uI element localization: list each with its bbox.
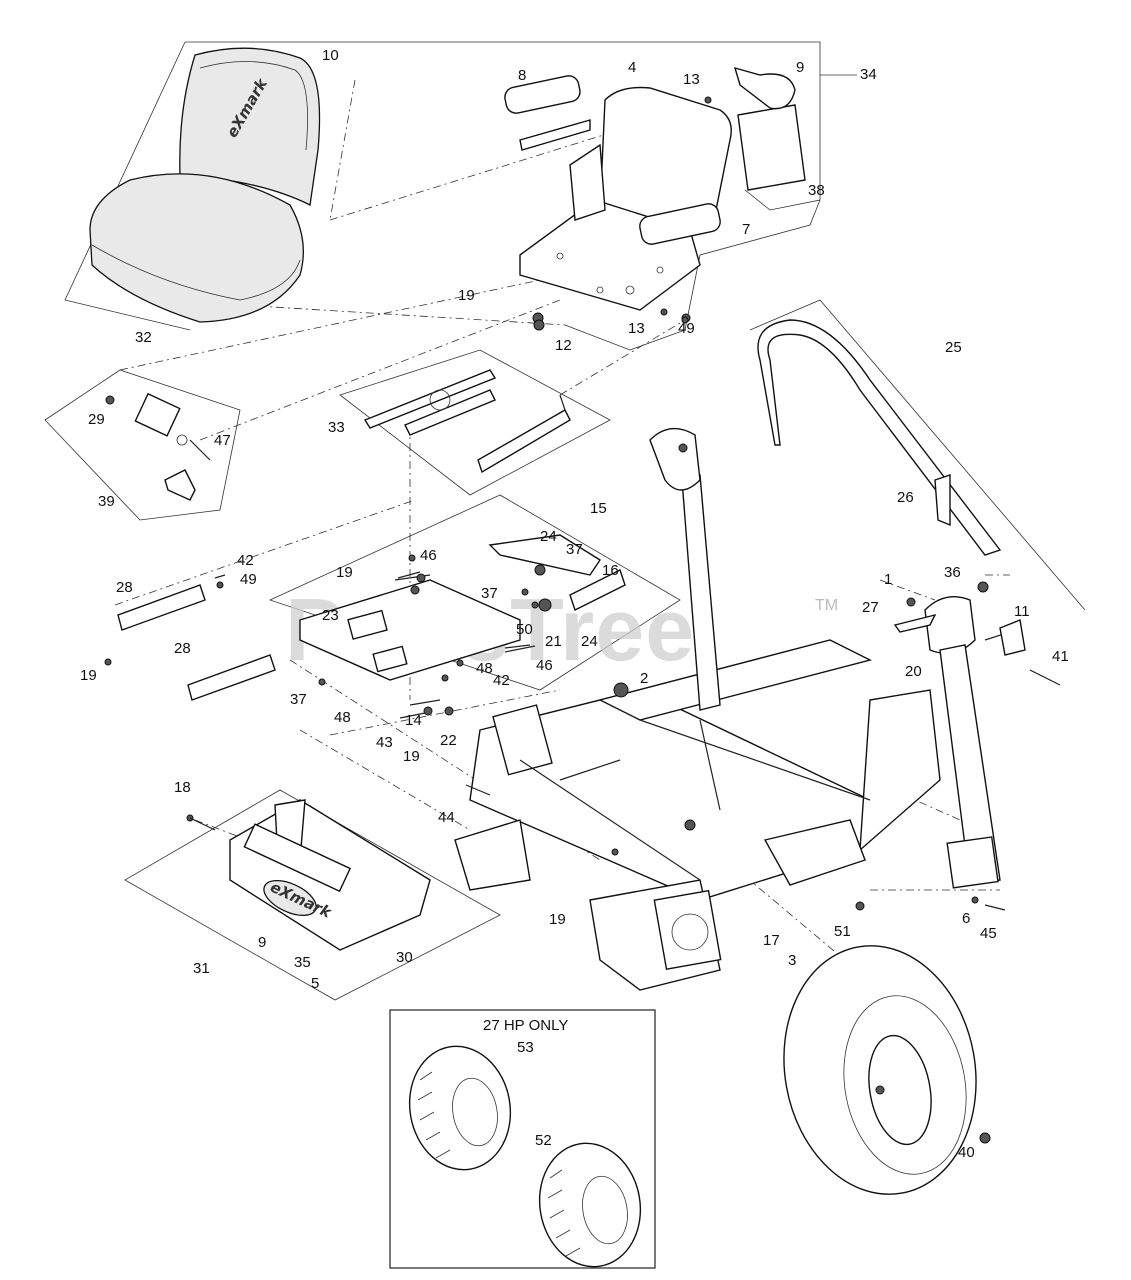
callout-22: 22 (440, 732, 457, 749)
callout-37: 37 (566, 541, 583, 558)
callout-33: 33 (328, 419, 345, 436)
callout-53: 53 (517, 1039, 534, 1056)
callout-48: 48 (334, 709, 351, 726)
rops-hoop (757, 319, 1061, 911)
callout-14: 14 (405, 712, 422, 729)
left-rops-post (649, 427, 721, 711)
inset-title: 27 HP ONLY (483, 1017, 568, 1034)
callout-43: 43 (376, 734, 393, 751)
callout-19: 19 (80, 667, 97, 684)
callout-48: 48 (476, 660, 493, 677)
callout-21: 21 (545, 633, 562, 650)
callout-35: 35 (294, 954, 311, 971)
callout-9: 9 (258, 934, 266, 951)
callout-45: 45 (980, 925, 997, 942)
callout-36: 36 (944, 564, 961, 581)
callout-41: 41 (1052, 648, 1069, 665)
callout-15: 15 (590, 500, 607, 517)
switch-assembly (105, 392, 211, 501)
callout-25: 25 (945, 339, 962, 356)
callout-5: 5 (311, 975, 319, 992)
callout-51: 51 (834, 923, 851, 940)
callout-9: 9 (796, 59, 804, 76)
callout-4: 4 (628, 59, 636, 76)
callout-31: 31 (193, 960, 210, 977)
callout-3: 3 (788, 952, 796, 969)
callout-28: 28 (174, 640, 191, 657)
callout-39: 39 (98, 493, 115, 510)
callout-29: 29 (88, 411, 105, 428)
callout-37: 37 (290, 691, 307, 708)
callout-44: 44 (438, 809, 455, 826)
callout-1: 1 (884, 571, 892, 588)
mount-plate (104, 534, 626, 701)
callout-46: 46 (536, 657, 553, 674)
small-parts (189, 316, 865, 911)
callout-34: 34 (860, 66, 877, 83)
callout-23: 23 (322, 607, 339, 624)
callout-20: 20 (905, 663, 922, 680)
callout-19: 19 (336, 564, 353, 581)
callout-38: 38 (808, 182, 825, 199)
callout-52: 52 (535, 1132, 552, 1149)
callout-42: 42 (237, 552, 254, 569)
callout-7: 7 (742, 221, 750, 238)
callout-6: 6 (962, 910, 970, 927)
callout-24: 24 (540, 528, 557, 545)
callout-30: 30 (396, 949, 413, 966)
callout-18: 18 (174, 779, 191, 796)
callout-19: 19 (458, 287, 475, 304)
seat-slides (363, 369, 571, 474)
front-cover: eXmark (186, 799, 431, 951)
frame (454, 639, 941, 991)
callout-49: 49 (240, 571, 257, 588)
callout-8: 8 (518, 67, 526, 84)
callout-19: 19 (549, 911, 566, 928)
callout-24: 24 (581, 633, 598, 650)
inset-box (389, 1009, 656, 1269)
callout-47: 47 (214, 432, 231, 449)
callout-12: 12 (555, 337, 572, 354)
callout-19: 19 (403, 748, 420, 765)
watermark-tm: TM (815, 597, 838, 614)
group-outlines (44, 41, 1086, 1269)
callout-26: 26 (897, 489, 914, 506)
callout-50: 50 (516, 621, 533, 638)
seat-cushion: eXmark (89, 47, 321, 323)
callout-13: 13 (628, 320, 645, 337)
callout-16: 16 (602, 562, 619, 579)
inset-tires (408, 1045, 642, 1268)
callout-28: 28 (116, 579, 133, 596)
rear-wheel (783, 945, 991, 1195)
callout-13: 13 (683, 71, 700, 88)
callout-27: 27 (862, 599, 879, 616)
callout-10: 10 (322, 47, 339, 64)
callout-42: 42 (493, 672, 510, 689)
callout-2: 2 (640, 670, 648, 687)
callout-17: 17 (763, 932, 780, 949)
seat-pan (504, 66, 806, 324)
callout-49: 49 (678, 320, 695, 337)
callout-40: 40 (958, 1144, 975, 1161)
callout-37: 37 (481, 585, 498, 602)
callout-11: 11 (1014, 603, 1030, 620)
callout-46: 46 (420, 547, 437, 564)
callout-32: 32 (135, 329, 152, 346)
